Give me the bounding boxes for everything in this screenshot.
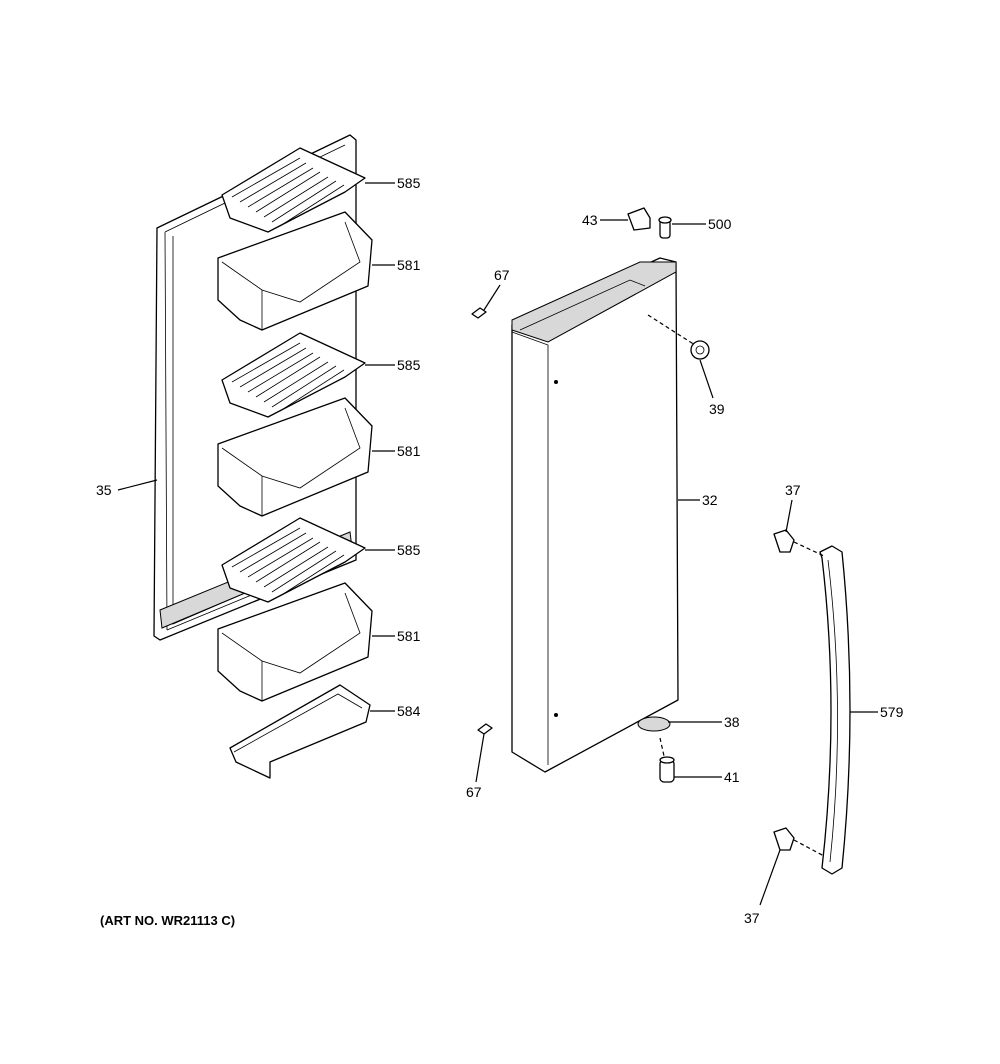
leader-lines (117, 182, 878, 906)
callout-584: 584 (397, 703, 421, 719)
callout-41: 41 (724, 769, 740, 785)
hinge-38 (637, 716, 671, 732)
screw-67-top (471, 307, 487, 319)
cam-39 (690, 340, 710, 360)
door-bin-581-bottom (217, 582, 373, 702)
callout-38: 38 (724, 714, 740, 730)
callout-67-bottom: 67 (466, 784, 482, 800)
callout-37-top: 37 (785, 482, 801, 498)
callout-67-top: 67 (494, 267, 510, 283)
callout-581-bottom: 581 (397, 628, 421, 644)
hinge-pin-41 (659, 756, 675, 783)
callout-35: 35 (96, 482, 112, 498)
callout-39: 39 (709, 401, 725, 417)
callout-581-middle: 581 (397, 443, 421, 459)
door-handle-579 (819, 545, 851, 875)
callout-585-middle: 585 (397, 357, 421, 373)
callout-500: 500 (708, 216, 732, 232)
hinge-cap-43 (627, 207, 651, 231)
door-rail-584 (229, 684, 371, 779)
callout-585-bottom: 585 (397, 542, 421, 558)
handle-mount-37-bottom (773, 827, 795, 851)
door-bin-581-middle (217, 397, 373, 517)
bushing-500 (658, 216, 672, 239)
shelf-cover-585-middle (221, 332, 366, 418)
callout-579: 579 (880, 704, 904, 720)
screw-67-bottom (477, 723, 493, 735)
shelf-cover-585-top (221, 147, 366, 233)
callout-37-bottom: 37 (744, 910, 760, 926)
door-bin-581-top (217, 211, 373, 331)
callout-585-top: 585 (397, 175, 421, 191)
callout-43: 43 (582, 212, 598, 228)
callout-581-top: 581 (397, 257, 421, 273)
art-number: (ART NO. WR21113 C) (100, 913, 235, 928)
callout-32: 32 (702, 492, 718, 508)
freezer-door-32 (511, 257, 679, 773)
shelf-cover-585-bottom (221, 517, 366, 603)
handle-mount-37-top (773, 529, 795, 553)
